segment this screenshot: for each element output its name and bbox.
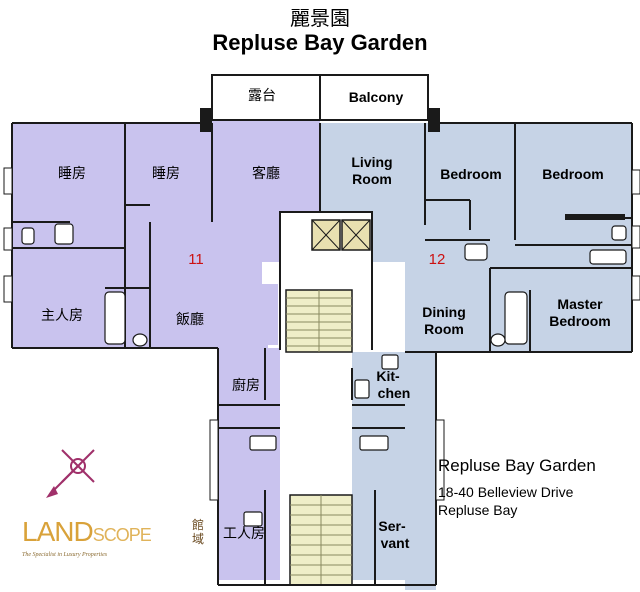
label-master-en-2: Bedroom — [549, 313, 610, 329]
address-street: 18-40 Belleview Drive — [438, 484, 574, 500]
label-balcony-en: Balcony — [349, 89, 404, 105]
logo-brand-main: LAND — [22, 516, 94, 547]
logo-tagline: The Specialist in Luxury Properties — [22, 552, 108, 558]
logo-wordmark: LANDSCOPE — [22, 516, 152, 548]
stair-lower-treads — [290, 495, 352, 585]
core-corridor — [262, 262, 392, 284]
logo-zh-2: 域 — [192, 532, 205, 546]
label-living-en-1: Living — [351, 154, 392, 170]
label-bedroom-2-zh: 睡房 — [152, 165, 180, 181]
stair-upper-treads — [286, 290, 352, 352]
label-balcony-zh: 露台 — [248, 87, 276, 103]
landscope-logo: LANDSCOPE The Specialist in Luxury Prope… — [22, 516, 222, 566]
logo-zh-1: 館 — [192, 518, 205, 532]
unit-12-area-lower — [352, 352, 405, 580]
room-labels: 露台 Balcony 睡房 睡房 客廳 主人房 飯廳 廚房 工人房 Living… — [41, 87, 611, 551]
label-living-en-2: Room — [352, 171, 392, 187]
compass-icon — [46, 449, 95, 498]
label-bedroom-4-en: Bedroom — [542, 166, 603, 182]
unit-11-area-main — [12, 123, 320, 348]
label-dining-en-2: Room — [424, 321, 464, 337]
label-bedroom-3-en: Bedroom — [440, 166, 501, 182]
column-left — [200, 108, 212, 132]
label-kitchen-en-1: Kit- — [376, 368, 400, 384]
wall-segment — [565, 214, 625, 220]
unit-12-area-main — [320, 123, 632, 352]
label-living-zh: 客廳 — [252, 165, 280, 181]
unit-number-right: 12 — [429, 251, 446, 268]
unit-12-bay-right — [405, 352, 436, 590]
logo-brand-sub: SCOPE — [92, 525, 152, 545]
label-servant-en-1: Ser- — [378, 518, 406, 534]
label-master-zh: 主人房 — [41, 307, 83, 323]
label-dining-en-1: Dining — [422, 304, 466, 320]
label-dining-zh: 飯廳 — [176, 311, 204, 327]
address-district: Repluse Bay — [438, 502, 518, 518]
logo-chinese: 館域 — [192, 518, 204, 546]
label-servant-en-2: vant — [381, 535, 410, 551]
address-name: Repluse Bay Garden — [438, 456, 596, 475]
title-english: Repluse Bay Garden — [212, 30, 428, 55]
walls — [11, 122, 633, 586]
label-servant-zh: 工人房 — [223, 525, 265, 541]
windows — [3, 167, 640, 501]
unit-number-left: 11 — [188, 251, 204, 268]
label-kitchen-zh: 廚房 — [232, 377, 260, 393]
label-kitchen-en-2: chen — [378, 385, 411, 401]
column-right — [428, 108, 440, 132]
label-master-en-1: Master — [557, 296, 603, 312]
bathroom-fixtures — [21, 223, 627, 527]
label-bedroom-1-zh: 睡房 — [58, 165, 86, 181]
title-chinese: 麗景園 — [290, 6, 350, 30]
